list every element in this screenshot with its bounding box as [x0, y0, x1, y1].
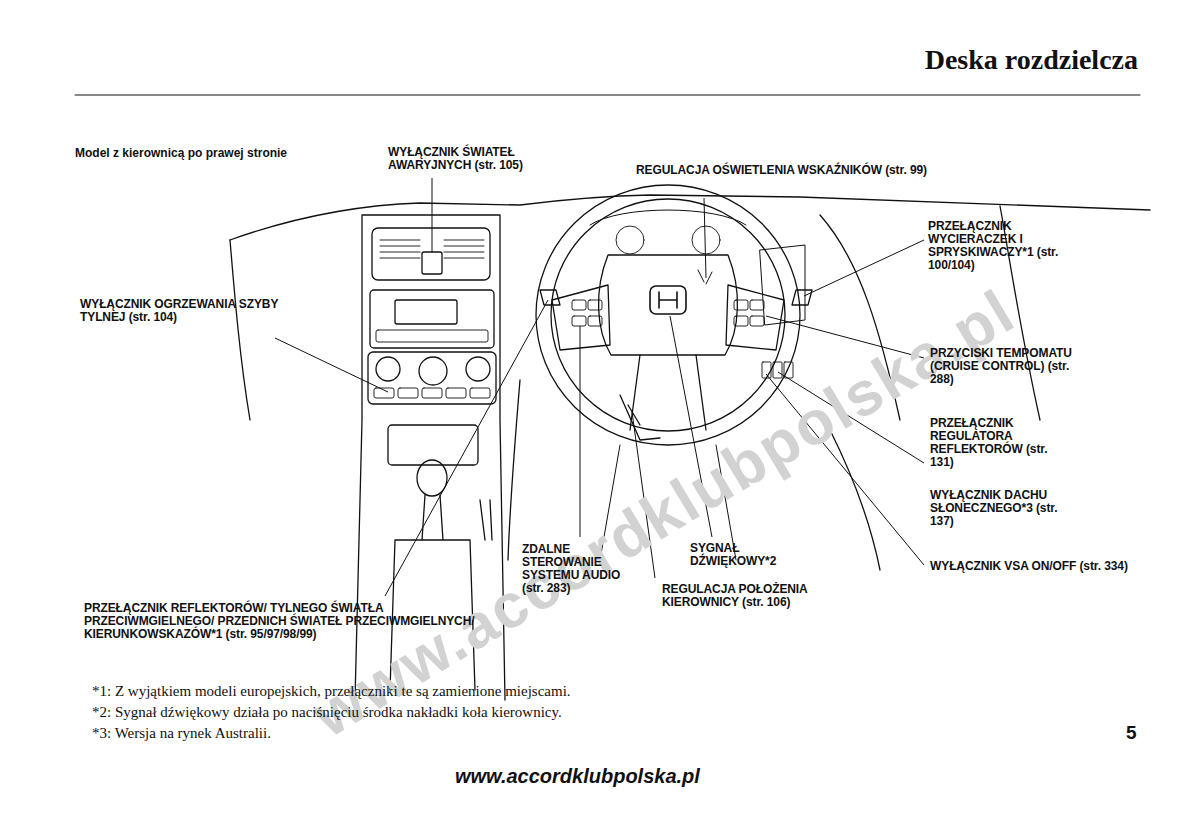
climate-panel [368, 352, 496, 404]
footnote: *3: Wersja na rynek Australii. [92, 724, 271, 742]
cruise-buttons [734, 300, 764, 326]
callout-label: WYŁĄCZNIK DACHU SŁONECZNEGO*3 (str. 137) [930, 489, 1080, 528]
climate-knob [376, 357, 400, 381]
callout-label: PRZEŁĄCZNIK REFLEKTORÓW/ TYLNEGO ŚWIATŁA… [84, 602, 489, 641]
callout-label: SYGNAŁ DŹWIĘKOWY*2 [690, 542, 790, 568]
climate-knob [419, 357, 447, 385]
steering-wheel-rim-inner [551, 199, 785, 431]
site-url: www.accordklubpolska.pl [455, 765, 700, 788]
leader-line [580, 326, 581, 537]
honda-logo [650, 286, 686, 314]
leader-line [432, 178, 433, 252]
instrument-cluster [590, 210, 746, 225]
callout-label: REGULACJA OŚWIETLENIA WSKAŹNIKÓW (str. 9… [636, 164, 966, 177]
right-spoke [726, 285, 784, 350]
footnote: *1: Z wyjątkiem modeli europejskich, prz… [92, 682, 571, 700]
side-vent [760, 245, 805, 325]
hazard-switch [422, 252, 442, 274]
left-stalk [540, 290, 560, 305]
dash-lower [830, 430, 880, 570]
dashboard-left-edge [230, 240, 250, 420]
parking-brake [480, 500, 492, 540]
audio-buttons [376, 330, 488, 342]
footnote: *2: Sygnał dźwiękowy działa po naciśnięc… [92, 703, 562, 721]
audio-unit [370, 290, 494, 348]
left-spoke [552, 285, 610, 350]
leader-line [275, 338, 388, 392]
model-note: Model z kierownicą po prawej stronie [75, 146, 375, 160]
climate-knob [466, 357, 490, 381]
gauge [692, 226, 720, 254]
audio-display [395, 300, 457, 324]
header-rule [75, 95, 1140, 96]
storage-tray [388, 425, 478, 465]
leader-line [704, 198, 706, 278]
callout-label: WYŁĄCZNIK ŚWIATEŁ AWARYJNYCH (str. 105) [388, 146, 578, 172]
steering-hub [599, 255, 738, 355]
watermark: www.accordklubpolska.pl [300, 275, 1027, 751]
steering-wheel-rim [536, 185, 800, 445]
callout-label: REGULACJA POŁOŻENIA KIEROWNICY (str. 106… [662, 583, 832, 609]
callout-label: PRZYCISKI TEMPOMATU (CRUISE CONTROL) (st… [930, 347, 1090, 386]
tilt-lever [620, 395, 660, 440]
callout-label: WYŁĄCZNIK VSA ON/OFF (str. 334) [930, 560, 1130, 573]
audio-remote-buttons [572, 300, 602, 326]
page-title: Deska rozdzielcza [925, 44, 1138, 76]
right-switch-panel [762, 362, 793, 378]
dimmer-knob [698, 270, 712, 284]
console-side [508, 380, 520, 560]
vent-frame [372, 228, 490, 280]
callout-label: PRZEŁĄCZNIK WYCIERACZEK I SPRYSKIWACZY*1… [928, 220, 1063, 272]
callout-label: ZDALNE STEROWANIE SYSTEMU AUDIO (str. 28… [522, 543, 640, 595]
right-stalk [792, 290, 812, 305]
callout-label: WYŁĄCZNIK OGRZEWANIA SZYBY TYLNEJ (str. … [80, 298, 312, 324]
callout-label: PRZEŁĄCZNIK REGULATORA REFLEKTORÓW (str.… [930, 417, 1048, 469]
climate-buttons [374, 388, 490, 398]
leader-line [804, 240, 924, 296]
bottom-spoke [630, 355, 706, 430]
page-number: 5 [1126, 722, 1137, 744]
gauge [616, 226, 644, 254]
